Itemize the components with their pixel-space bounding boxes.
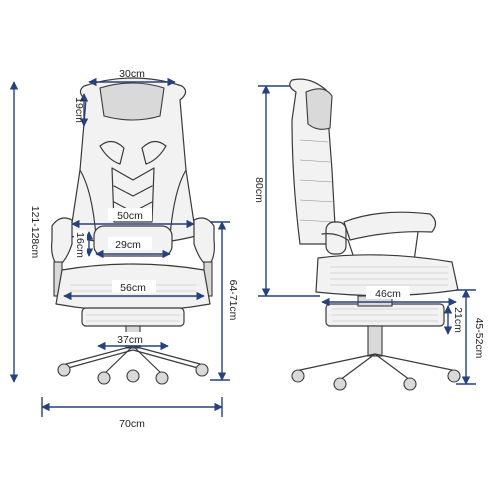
front-left-armrest	[51, 217, 73, 267]
label-headrest-width: 30cm	[119, 68, 145, 80]
label-seat-width: 56cm	[120, 282, 146, 294]
label-base-width: 70cm	[119, 418, 145, 430]
label-lumbar-height: 16cm	[74, 232, 86, 258]
label-footrest-width: 37cm	[117, 334, 143, 346]
side-headrest	[305, 88, 333, 130]
side-lumbar-pillow	[325, 221, 347, 255]
front-caster	[97, 371, 111, 385]
front-caster	[155, 371, 169, 385]
dimension-labels: 30cm 19cm 121-128cm 50cm 16cm 29cm 56cm …	[29, 68, 485, 430]
label-headrest-height: 19cm	[73, 97, 85, 123]
side-gas-lift	[367, 325, 383, 357]
front-left-belt-slot	[99, 140, 125, 165]
label-lumbar-width: 29cm	[115, 239, 141, 251]
front-right-armrest	[193, 217, 215, 267]
label-seat-height: 45-52cm	[473, 318, 485, 359]
label-total-height: 121-128cm	[29, 206, 41, 259]
label-backrest-height: 80cm	[253, 177, 265, 203]
side-caster	[447, 369, 461, 383]
side-chair-drawing	[289, 78, 461, 391]
side-base	[299, 353, 453, 381]
front-right-belt-slot	[141, 140, 167, 165]
label-armrest-height: 64-71cm	[227, 280, 239, 321]
front-caster	[126, 369, 140, 383]
side-armrest	[343, 211, 437, 241]
front-base	[65, 345, 201, 375]
label-gaslift-range: 21cm	[452, 307, 464, 333]
side-caster	[403, 377, 417, 391]
label-seat-depth: 46cm	[375, 288, 401, 300]
side-caster	[291, 369, 305, 383]
front-caster	[195, 363, 209, 377]
label-shoulder-width: 50cm	[117, 210, 143, 222]
dimension-lines	[9, 77, 476, 417]
side-caster	[333, 377, 347, 391]
front-caster	[57, 363, 71, 377]
